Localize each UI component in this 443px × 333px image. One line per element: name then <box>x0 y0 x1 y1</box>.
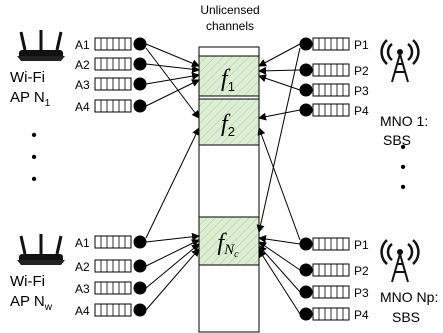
wifi-router-icon <box>17 30 65 61</box>
connection-arrow <box>145 239 200 267</box>
mno-top-line2: SBS <box>383 132 411 148</box>
channel-box-f2 <box>198 98 260 146</box>
ap-queue: A3 <box>75 77 147 92</box>
connection-arrow <box>145 47 200 119</box>
ap-queue: A2 <box>75 57 147 72</box>
ap-queue-label: A4 <box>75 304 90 318</box>
ap-node-dot <box>133 235 147 249</box>
ap-queue: A2 <box>75 259 147 274</box>
sbs-queue: P1 <box>299 237 369 252</box>
ap-queue-label: A1 <box>75 236 90 250</box>
sbs-queue: P3 <box>299 83 369 98</box>
wifi-ap-top-line2: AP N1 <box>10 89 51 109</box>
ap-node-dot <box>133 281 147 295</box>
ap-queue: A1 <box>75 235 147 250</box>
channels-header-line1: Unlicensed <box>200 3 259 17</box>
connection-arrow <box>258 249 301 315</box>
ap-node-dot <box>133 303 147 317</box>
sbs-queue-label: P2 <box>354 264 369 278</box>
connection-arrow <box>258 241 301 271</box>
sbs-queue: P4 <box>299 103 369 118</box>
connection-arrow <box>258 245 301 293</box>
connection-arrow <box>258 235 301 245</box>
connection-arrow <box>145 127 200 239</box>
sbs-node-dot <box>299 263 313 277</box>
connection-arrow <box>258 109 301 121</box>
ap-queue: A4 <box>75 99 147 114</box>
connection-arrow <box>145 232 200 243</box>
sbs-node-dot <box>299 307 313 321</box>
sbs-queue-label: P1 <box>354 238 369 252</box>
connection-arrow <box>258 43 301 67</box>
ellipsis-dot: • <box>400 139 406 156</box>
ap-queue: A1 <box>75 37 147 52</box>
ap-queue-label: A3 <box>75 282 90 296</box>
sbs-queue: P3 <box>299 285 369 300</box>
sbs-queue-label: P3 <box>354 84 369 98</box>
sbs-queue: P4 <box>299 307 369 322</box>
mno-bottom-line1: MNO Np: <box>380 289 438 305</box>
connection-arrows <box>145 43 301 315</box>
channel-label-f2: f2 <box>221 111 235 139</box>
sbs-node-dot <box>299 83 313 97</box>
connection-arrow <box>256 47 301 233</box>
cell-tower-icon <box>380 239 420 283</box>
ap-node-dot <box>133 57 147 71</box>
connection-arrow <box>258 74 301 91</box>
connection-arrow <box>257 127 301 241</box>
channel-label-fnc: fNc <box>217 230 239 260</box>
ap-queue: A4 <box>75 303 147 318</box>
sbs-queue: P2 <box>299 63 369 78</box>
ap-node-dot <box>133 37 147 51</box>
wifi-ap-bottom-line2: AP Nw <box>10 293 53 313</box>
wifi-ap-top-line1: Wi-Fi <box>10 69 45 86</box>
connection-arrow <box>145 79 200 107</box>
connection-arrow <box>145 43 200 68</box>
ellipsis-dot: • <box>31 149 37 166</box>
ap-node-dot <box>133 77 147 91</box>
ap-queue-label: A2 <box>75 260 90 274</box>
channels-header-line2: channels <box>206 19 254 33</box>
sbs-node-dot <box>299 103 313 117</box>
connection-arrow <box>258 66 301 75</box>
sbs-queue-label: P2 <box>354 64 369 78</box>
ap-node-dot <box>133 99 147 113</box>
connection-arrow <box>145 243 200 289</box>
ap-queue-label: A2 <box>75 58 90 72</box>
sbs-node-dot <box>299 237 313 251</box>
sbs-queue-label: P3 <box>354 286 369 300</box>
ellipsis-dot: • <box>31 171 37 188</box>
sbs-queue-label: P4 <box>354 104 369 118</box>
sbs-node-dot <box>299 37 313 51</box>
connection-arrow <box>145 72 200 85</box>
connection-arrow <box>145 63 200 74</box>
mno-bottom-line2: SBS <box>392 309 420 325</box>
sbs-queue-label: P4 <box>354 308 369 322</box>
channel-box-f1 <box>198 55 260 97</box>
sbs-queue-label: P1 <box>354 38 369 52</box>
sbs-node-dot <box>299 63 313 77</box>
ap-queue-label: A1 <box>75 38 90 52</box>
wifi-router-icon <box>17 234 65 265</box>
ellipsis-dot: • <box>400 159 406 176</box>
ellipsis-dot: • <box>31 127 37 144</box>
sbs-node-dot <box>299 285 313 299</box>
ap-node-dot <box>133 259 147 273</box>
ellipsis-dot: • <box>400 179 406 196</box>
wifi-ap-bottom-line1: Wi-Fi <box>10 273 45 290</box>
ap-queue-label: A4 <box>75 100 90 114</box>
connection-arrow <box>145 248 200 311</box>
channel-label-f1: f1 <box>221 66 235 94</box>
mno-top-line1: MNO 1: <box>380 113 428 129</box>
cell-tower-icon <box>380 39 420 83</box>
sbs-queue: P2 <box>299 263 369 278</box>
ap-queue-label: A3 <box>75 78 90 92</box>
ap-queue: A3 <box>75 281 147 296</box>
sbs-queue: P1 <box>299 37 369 52</box>
